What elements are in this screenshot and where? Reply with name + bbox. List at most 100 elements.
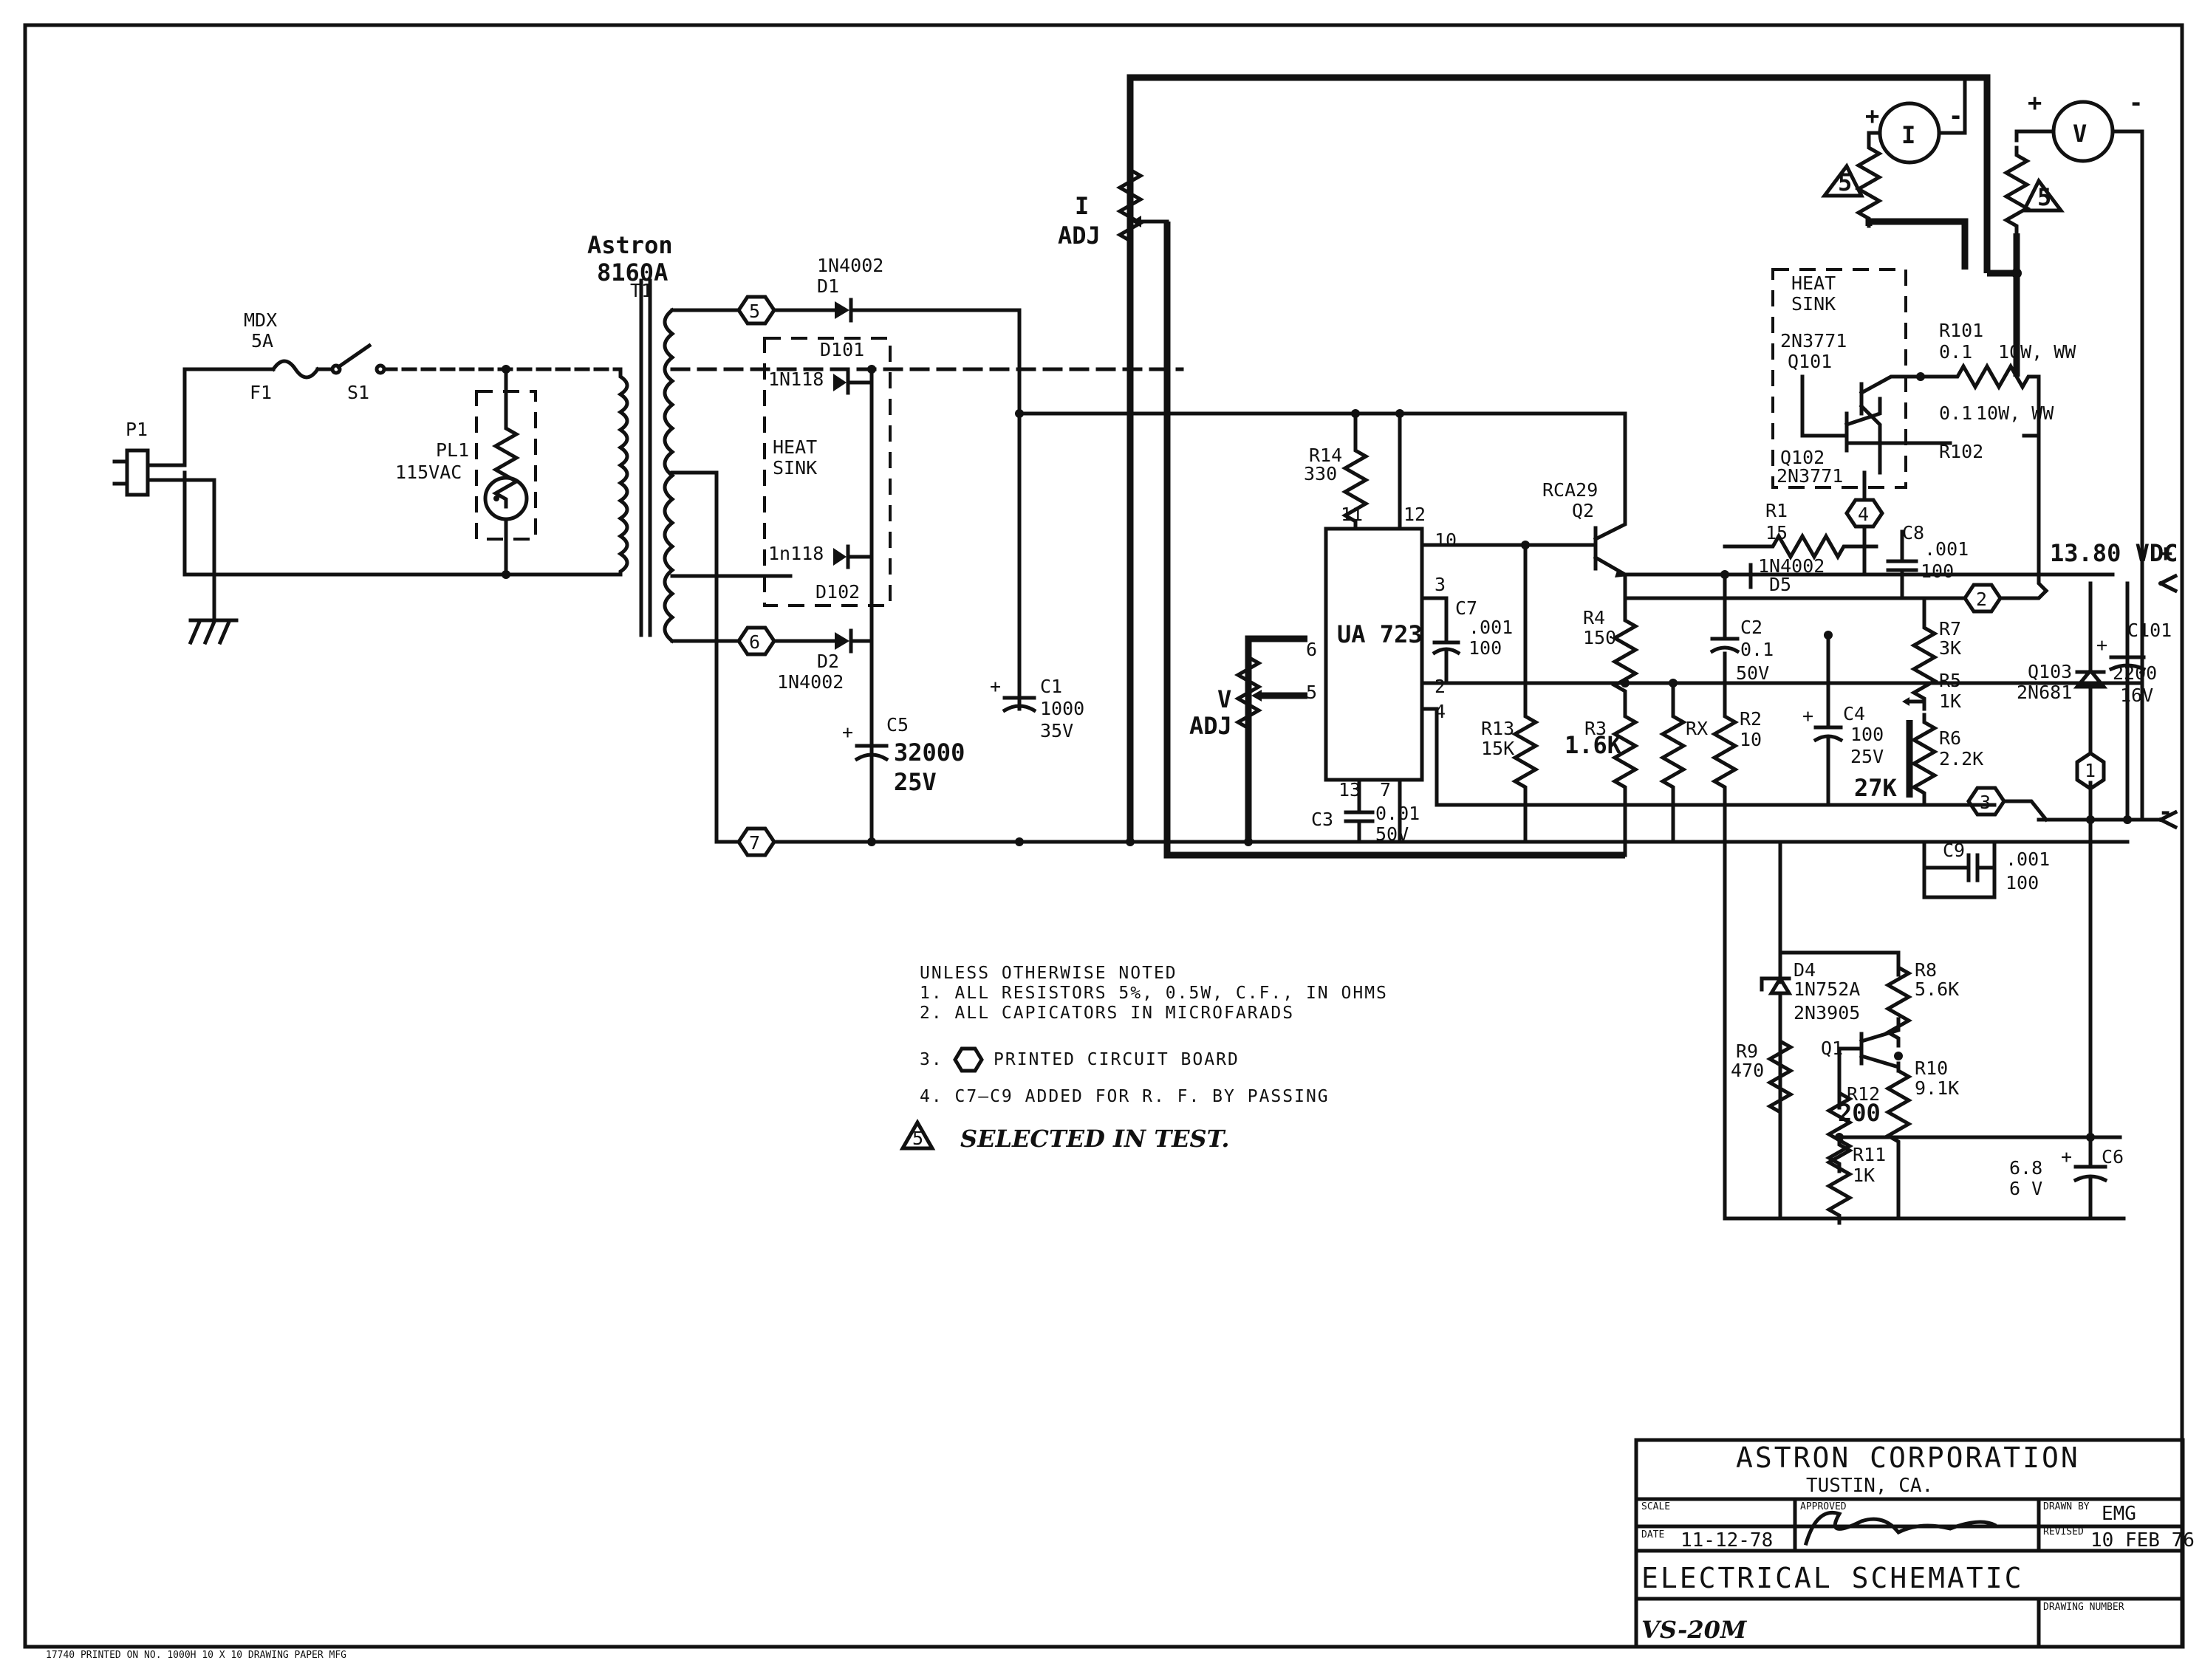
svg-text:0.1: 0.1	[1939, 341, 1972, 363]
svg-text:C8: C8	[1902, 522, 1924, 544]
svg-text:PL1: PL1	[436, 439, 469, 461]
selected-mark-voltmeter: 5	[2020, 177, 2065, 213]
resistor-r3: R3 1.6K	[1565, 679, 1635, 857]
svg-text:C101: C101	[2127, 620, 2172, 641]
output-terminals: 13.80 VDC + -	[2050, 539, 2178, 830]
resistor-r2: R2 10	[1714, 570, 1762, 1221]
svg-text:R7: R7	[1939, 618, 1961, 640]
svg-text:11-12-78: 11-12-78	[1680, 1529, 1773, 1552]
svg-text:5A: 5A	[251, 330, 273, 352]
svg-text:DRAWN BY: DRAWN BY	[2043, 1501, 2090, 1512]
diode-d5: 1N4002 D5	[1748, 555, 1825, 595]
svg-text:V: V	[1217, 685, 1231, 713]
svg-text:100: 100	[1921, 560, 1954, 582]
svg-text:RX: RX	[1686, 718, 1708, 739]
diode-d2: D2 1N4002	[772, 628, 870, 693]
svg-text:+: +	[1865, 102, 1879, 130]
capacitor-c101: + C101 2200 16V	[2096, 581, 2172, 822]
svg-text:C3: C3	[1311, 809, 1333, 830]
svg-text:3K: 3K	[1939, 637, 1961, 659]
svg-text:200: 200	[1838, 1099, 1881, 1127]
svg-text:+: +	[842, 721, 853, 743]
svg-text:Q102: Q102	[1780, 447, 1825, 468]
svg-text:C1: C1	[1040, 676, 1062, 697]
svg-text:-: -	[1949, 102, 1963, 130]
svg-text:1: 1	[2085, 760, 2096, 781]
svg-text:DATE: DATE	[1641, 1529, 1664, 1540]
pilot-lamp-pl1: PL1 115VAC	[395, 365, 537, 579]
footer-print: 17740 PRINTED ON NO. 1000H 10 X 10 DRAWI…	[46, 1650, 346, 1661]
svg-text:1n118: 1n118	[768, 543, 824, 564]
resistor-r7: R7 3K	[1914, 596, 1961, 706]
resistor-r5: R5 1K	[1902, 670, 1961, 712]
svg-text:R13: R13	[1481, 718, 1514, 739]
zener-d4: D4 1N752A	[1760, 840, 1860, 1221]
svg-text:D2: D2	[817, 651, 839, 672]
svg-text:PRINTED CIRCUIT BOARD: PRINTED CIRCUIT BOARD	[994, 1050, 1240, 1069]
svg-text:D4: D4	[1794, 959, 1816, 981]
svg-text:R4: R4	[1583, 607, 1605, 628]
svg-text:3.: 3.	[920, 1050, 943, 1069]
svg-text:1N4002: 1N4002	[1758, 555, 1825, 577]
svg-text:0.1: 0.1	[1740, 639, 1774, 660]
svg-text:R8: R8	[1915, 959, 1937, 981]
pcb-point-7: 7	[736, 826, 777, 857]
svg-text:10: 10	[1740, 729, 1762, 750]
svg-text:SINK: SINK	[773, 457, 817, 479]
svg-text:2. ALL CAPICATORS IN MICROFARA: 2. ALL CAPICATORS IN MICROFARADS	[920, 1004, 1294, 1023]
svg-text:16V: 16V	[2120, 685, 2153, 706]
pcb-point-6: 6	[736, 625, 777, 656]
svg-text:.001: .001	[2006, 848, 2050, 870]
heat-sink-pass-transistors: HEAT SINK 2N3771 Q101 Q102 2N3771	[1771, 268, 1923, 489]
capacitor-c7: C7 .001 100	[1432, 596, 1513, 685]
svg-text:APPROVED: APPROVED	[1800, 1501, 1847, 1512]
svg-text:MDX: MDX	[244, 309, 277, 331]
svg-text:7: 7	[1380, 779, 1391, 800]
pcb-point-3: 3	[1966, 786, 2049, 823]
svg-text:25V: 25V	[1850, 746, 1884, 767]
svg-text:R9: R9	[1736, 1040, 1758, 1062]
svg-text:D1: D1	[817, 275, 839, 297]
resistor-r4: R4 150	[1583, 572, 1635, 699]
svg-text:5: 5	[2037, 183, 2051, 211]
svg-text:1N4002: 1N4002	[817, 255, 883, 276]
svg-text:.001: .001	[1924, 538, 1969, 560]
svg-text:6.8: 6.8	[2009, 1157, 2042, 1179]
svg-text:HEAT: HEAT	[773, 436, 817, 458]
svg-text:6 V: 6 V	[2009, 1178, 2042, 1199]
svg-text:1.6K: 1.6K	[1565, 731, 1622, 759]
svg-text:F1: F1	[250, 382, 272, 403]
capacitor-c3: C3 0.01 50V	[1311, 803, 1420, 845]
svg-text:15: 15	[1765, 522, 1788, 544]
svg-text:2200: 2200	[2113, 662, 2157, 684]
svg-text:.001: .001	[1468, 617, 1513, 638]
svg-text:V: V	[2073, 120, 2087, 148]
svg-text:100: 100	[1850, 724, 1884, 745]
svg-text:+: +	[2061, 1146, 2072, 1168]
svg-text:+: +	[2096, 634, 2107, 656]
approval-signature	[1803, 1511, 1997, 1546]
selected-mark-ammeter: 5	[1821, 162, 1865, 198]
svg-text:5: 5	[1838, 168, 1852, 196]
transformer-t1: Astron 8160A T1	[587, 231, 675, 644]
svg-text:SCALE: SCALE	[1641, 1501, 1670, 1512]
svg-text:2N681: 2N681	[2017, 682, 2072, 703]
transistor-q2: RCA29 Q2	[1542, 411, 2115, 577]
ic-ua723: UA 723 11 12 10 3 6 5 2 4 13 7	[1306, 504, 2144, 844]
svg-text:R3: R3	[1584, 718, 1607, 739]
capacitor-c5: + C5 32000 25V	[842, 714, 965, 796]
svg-text:2N3771: 2N3771	[1780, 330, 1847, 352]
svg-text:13.80 VDC: 13.80 VDC	[2050, 539, 2178, 567]
svg-text:2N3905: 2N3905	[1794, 1002, 1860, 1024]
svg-text:2: 2	[1976, 589, 1987, 610]
svg-text:R12: R12	[1847, 1083, 1880, 1105]
svg-text:D5: D5	[1769, 574, 1791, 595]
svg-text:8160A: 8160A	[597, 258, 668, 287]
svg-text:-: -	[2129, 89, 2143, 117]
svg-text:VS-20M: VS-20M	[1641, 1616, 1748, 1644]
capacitor-c6: + C6 6.8 6 V	[2009, 1133, 2124, 1221]
svg-text:6: 6	[1306, 639, 1317, 660]
svg-text:5: 5	[749, 301, 760, 322]
svg-text:50V: 50V	[1736, 662, 1769, 684]
voltage-adjust-pot: V ADJ	[1189, 635, 1307, 846]
